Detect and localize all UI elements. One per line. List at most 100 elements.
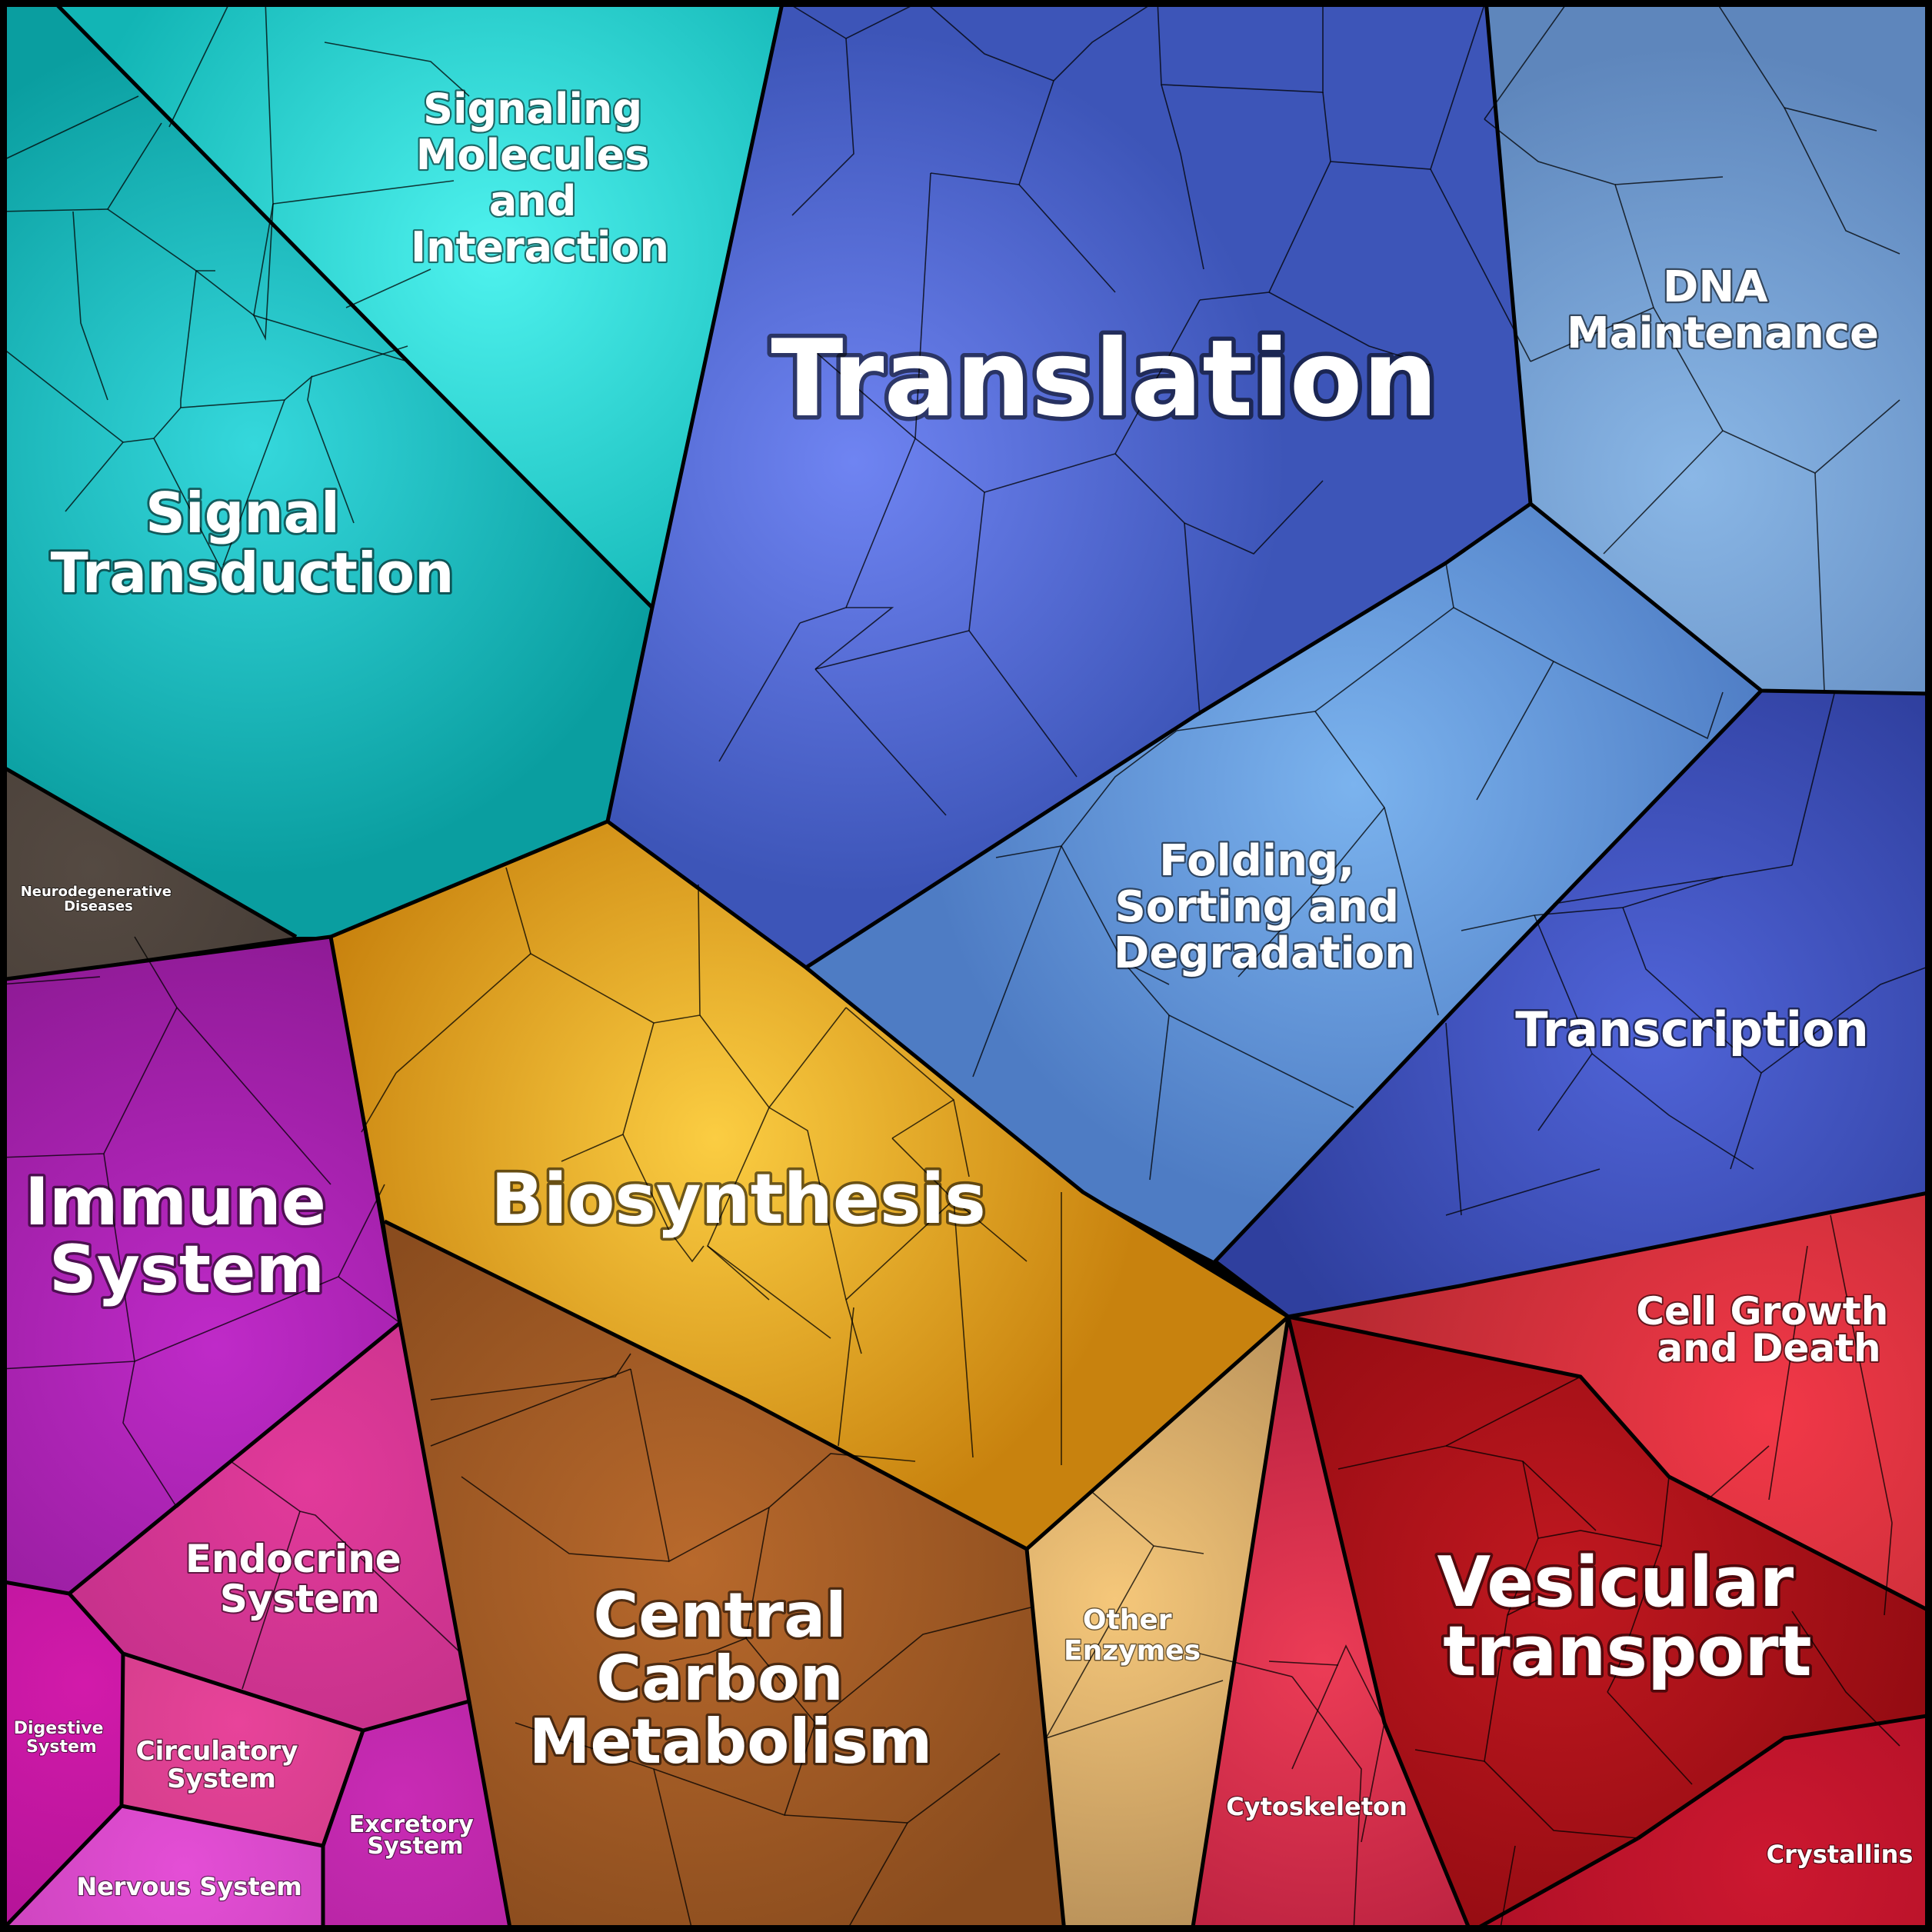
label-transcription: Transcription [1515, 1001, 1869, 1058]
cell-edge [891, 1099, 954, 1139]
region-digestive [0, 1581, 123, 1932]
category-border [1286, 1316, 1473, 1932]
region-cytoskeleton [1192, 1317, 1471, 1932]
cell-edge [891, 1138, 954, 1201]
cell-edge [914, 299, 1201, 493]
region-signaling [52, 0, 783, 608]
category-border [1637, 1713, 1932, 1840]
cell-edge [1484, 118, 1654, 308]
cell-edge [1830, 1214, 1893, 1524]
label-nervous: Nervous System [76, 1872, 301, 1901]
cell-edge [1322, 0, 1487, 170]
cell-edge [1607, 1691, 1693, 1785]
cell-edge [972, 845, 1062, 1078]
cell-edge [153, 438, 224, 574]
region-translation [608, 0, 1531, 968]
label-signal-transduction: Signal Transduction [51, 481, 455, 605]
cell-edge [1730, 1072, 1762, 1170]
label-central-carbon: Central Carbon Metabolism [529, 1580, 932, 1777]
cell-edge [1361, 1722, 1385, 1843]
cell-edge [814, 607, 894, 670]
label-endocrine: Endocrine System [185, 1537, 415, 1621]
cell-edge [430, 1353, 631, 1401]
cell-edge [922, 0, 1054, 82]
category-border [1469, 1836, 1640, 1932]
cell-edge [168, 0, 232, 128]
label-signaling: Signaling Molecules and Interaction [411, 85, 669, 271]
cell-edge [272, 180, 455, 205]
cell-edge [1607, 1545, 1662, 1693]
cell-edge [1445, 1022, 1462, 1216]
region-circulatory [122, 1654, 363, 1846]
category-border [1190, 1316, 1291, 1932]
cell-edge [1157, 0, 1324, 93]
cell-edge [1791, 693, 1835, 866]
cell-edge [1018, 184, 1116, 293]
cell-edge [0, 345, 124, 443]
category-border [0, 1321, 401, 1596]
label-biosynthesis: Biosynthesis [491, 1159, 986, 1240]
region-central-carbon [385, 1221, 1064, 1932]
cell-edge [72, 211, 108, 401]
cell-edge [799, 338, 916, 439]
cell-edge [622, 1134, 705, 1263]
cell-edge [1414, 1537, 1539, 1762]
region-cell-growth [1288, 1192, 1932, 1612]
cell-edge [1445, 1168, 1601, 1216]
cell-edge [1614, 176, 1724, 185]
cell-edge [914, 172, 931, 439]
cell-edge [1530, 307, 1654, 362]
cell-edge [1149, 1014, 1170, 1181]
label-dna-maintenance: DNA Maintenance [1567, 262, 1879, 358]
cell-edge [345, 268, 431, 308]
cell-edge [1114, 453, 1324, 555]
cell-edge [1707, 1445, 1770, 1501]
cell-edge [814, 630, 970, 670]
category-border [0, 763, 298, 939]
cell-edge [242, 1511, 301, 1690]
cell-edge [253, 0, 408, 362]
cell-edge [65, 441, 124, 512]
cell-edge [1760, 964, 1932, 1074]
cell-edge [995, 730, 1178, 858]
label-immune: Immune System [25, 1164, 349, 1308]
cell-edge [515, 1722, 655, 1770]
cell-edge [1814, 472, 1825, 691]
cell-edge [707, 1245, 831, 1339]
cell-edge [0, 208, 108, 212]
category-border [68, 1592, 470, 1733]
cell-edge [1653, 307, 1900, 474]
region-signal-transduction [0, 0, 652, 937]
cell-edge [1484, 0, 1570, 120]
cell-edge [1161, 84, 1204, 270]
cell-edge [718, 622, 801, 762]
region-transcription [1215, 691, 1932, 1317]
cell-edge [0, 95, 139, 162]
cell-edge [395, 953, 531, 1074]
cell-edge [1768, 1245, 1808, 1501]
cell-edge [1461, 914, 1535, 931]
cell-edge [768, 1107, 862, 1354]
category-border [121, 1804, 324, 1848]
cell-edge [1591, 1053, 1754, 1170]
cell-edge [1268, 291, 1431, 366]
region-dna-maintenance [1486, 0, 1932, 694]
region-folding [806, 504, 1761, 1261]
cell-edge [1045, 1680, 1224, 1739]
cell-edge [653, 1768, 693, 1931]
cell-edge [311, 345, 408, 378]
region-immune [0, 937, 400, 1594]
region-excretory [323, 1701, 511, 1932]
label-folding: Folding, Sorting and Degradation [1114, 836, 1415, 978]
cell-edge [253, 203, 274, 341]
category-border [804, 501, 1532, 970]
cell-edge [968, 630, 1078, 778]
cell-edge [1791, 1611, 1900, 1747]
cell-edge [1603, 430, 1724, 555]
cell-edge [1176, 711, 1316, 731]
cell-edge [814, 668, 947, 816]
label-neurodegenerative: Neurodegenerative Diseases [21, 884, 177, 914]
cell-edge [1199, 1653, 1293, 1677]
